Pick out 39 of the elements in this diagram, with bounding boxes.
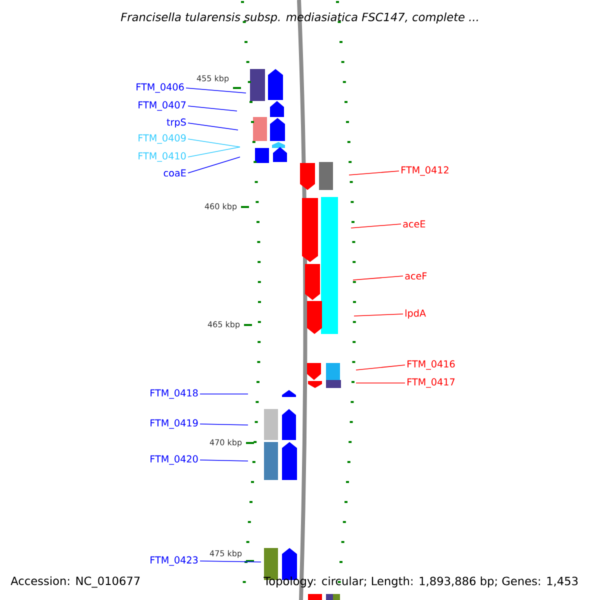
leader-line xyxy=(186,88,246,94)
leader-line xyxy=(354,314,404,316)
gene-label: lpdA xyxy=(406,309,426,319)
gene-label: FTM_0409 xyxy=(138,134,186,144)
scale-label: 475 kbp xyxy=(208,549,243,559)
leader-line xyxy=(352,276,404,280)
accession-text: Accession: NC_010677 xyxy=(10,576,140,588)
gene-label: FTM_0412 xyxy=(402,166,448,176)
gene-label: trpS xyxy=(166,118,186,128)
gene-label: FTM_0410 xyxy=(138,152,186,162)
scale-label: 470 kbp xyxy=(208,438,243,448)
leader-line xyxy=(188,122,238,130)
gene-label: FTM_0417 xyxy=(408,378,455,388)
leader-line xyxy=(188,138,240,148)
leader-line xyxy=(200,560,262,562)
leader-line xyxy=(188,106,238,112)
scale-label: 465 kbp xyxy=(206,320,241,330)
gene-label: FTM_0419 xyxy=(150,419,198,429)
gene-label: FTM_0406 xyxy=(136,83,184,93)
leader-line xyxy=(188,146,240,158)
leader-line xyxy=(200,424,248,426)
leader-line xyxy=(356,382,406,384)
gene-label: aceE xyxy=(403,220,426,228)
gene-label: FTM_0407 xyxy=(138,101,186,111)
title: Francisella tularensis subsp. mediasiatica FSC147, complete ... xyxy=(120,12,478,24)
leader-line xyxy=(348,170,400,176)
gene-label: FTM_0420 xyxy=(150,455,198,465)
leader-line xyxy=(188,156,240,174)
leader-line xyxy=(356,364,406,370)
scale-label: 460 kbp xyxy=(204,202,238,212)
scale-label: 455 kbp xyxy=(196,74,230,84)
gene-label: aceF xyxy=(405,272,427,280)
leader-line xyxy=(350,224,402,228)
gene-label: FTM_0416 xyxy=(408,360,455,370)
gene-label: coaE xyxy=(164,169,186,177)
leader-line xyxy=(200,460,248,462)
gene-label: FTM_0423 xyxy=(150,556,198,566)
gene-label: FTM_0418 xyxy=(150,389,198,399)
genome-info-text: Topology: circular; Length: 1,893,886 bp; Genes: 1,453 xyxy=(264,576,578,588)
